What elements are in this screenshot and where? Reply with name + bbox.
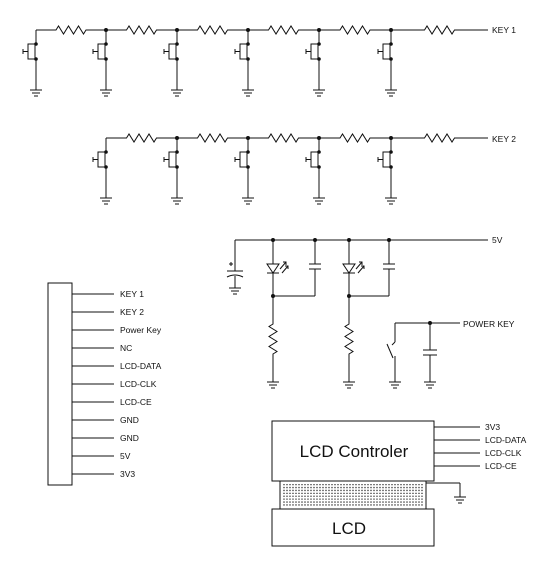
ribbon-ground <box>426 482 466 504</box>
ground-symbol <box>313 197 325 205</box>
controller-pin-label: LCD-CLK <box>485 448 522 458</box>
ground-symbol <box>30 89 42 97</box>
resistor <box>106 133 177 143</box>
ground-symbol <box>385 89 397 97</box>
connector-pin-label: GND <box>120 415 139 425</box>
resistor <box>344 296 354 382</box>
led-symbol <box>342 261 365 274</box>
ground-symbol <box>229 287 241 295</box>
ground-symbol <box>100 89 112 97</box>
resistor <box>391 133 488 143</box>
resistor <box>248 133 319 143</box>
push-button-switch <box>22 30 42 97</box>
push-button-switch <box>92 30 112 97</box>
push-button-switch <box>377 30 397 97</box>
electrolytic-capacitor <box>226 240 244 295</box>
power-key-label: POWER KEY <box>463 319 515 329</box>
connector-pin-label: GND <box>120 433 139 443</box>
5v-rail-label: 5V <box>492 235 503 245</box>
push-button-switch <box>305 30 325 97</box>
connector-pin-label: KEY 2 <box>120 307 144 317</box>
ground-symbol <box>385 197 397 205</box>
key-chain-1 <box>22 25 488 97</box>
led-branch-2 <box>342 238 395 389</box>
push-button-switch <box>377 138 397 205</box>
ground-symbol <box>343 381 355 389</box>
lcd-ribbon-connector <box>279 480 427 510</box>
capacitor <box>383 263 395 270</box>
connector-pin-label: Power Key <box>120 325 162 335</box>
controller-pin-label: 3V3 <box>485 422 500 432</box>
resistor <box>36 25 106 35</box>
resistor <box>106 25 177 35</box>
resistor <box>319 133 391 143</box>
ground-symbol <box>313 89 325 97</box>
push-button-switch <box>163 138 183 205</box>
resistor <box>177 133 248 143</box>
led-branch-1 <box>266 238 321 389</box>
key-chain-2 <box>92 133 488 205</box>
ground-symbol <box>242 197 254 205</box>
capacitor <box>309 263 321 270</box>
resistor <box>391 25 488 35</box>
controller-pin-label: LCD-CE <box>485 461 517 471</box>
push-button-switch <box>234 138 254 205</box>
connector-pin-label: LCD-CLK <box>120 379 157 389</box>
connector-pin-label: 5V <box>120 451 131 461</box>
key1-output-label: KEY 1 <box>492 25 516 35</box>
ground-symbol <box>389 381 401 389</box>
ground-symbol <box>171 89 183 97</box>
push-button-switch <box>92 138 112 205</box>
push-button-switch <box>163 30 183 97</box>
connector-pin-label: NC <box>120 343 132 353</box>
lcd-box <box>271 508 435 547</box>
controller-pin-label: LCD-DATA <box>485 435 527 445</box>
resistor <box>177 25 248 35</box>
connector-pin-label: 3V3 <box>120 469 135 479</box>
ground-symbol <box>267 381 279 389</box>
connector-header <box>47 282 73 486</box>
power-key-switch <box>386 321 460 389</box>
resistor <box>248 25 319 35</box>
ground-symbol <box>242 89 254 97</box>
lcd-controller-label: LCD Controler <box>300 442 409 461</box>
power-led-circuit <box>226 238 488 389</box>
lcd-label: LCD <box>332 519 366 538</box>
ground-symbol <box>100 197 112 205</box>
connector-pin-label: LCD-CE <box>120 397 152 407</box>
connector-pin-label: LCD-DATA <box>120 361 162 371</box>
push-button-switch <box>305 138 325 205</box>
ground-symbol <box>424 381 436 389</box>
resistor <box>319 25 391 35</box>
connector-pin-label: KEY 1 <box>120 289 144 299</box>
led-symbol <box>266 261 289 274</box>
push-button-switch <box>234 30 254 97</box>
key2-output-label: KEY 2 <box>492 134 516 144</box>
resistor <box>268 296 278 382</box>
ground-symbol <box>171 197 183 205</box>
